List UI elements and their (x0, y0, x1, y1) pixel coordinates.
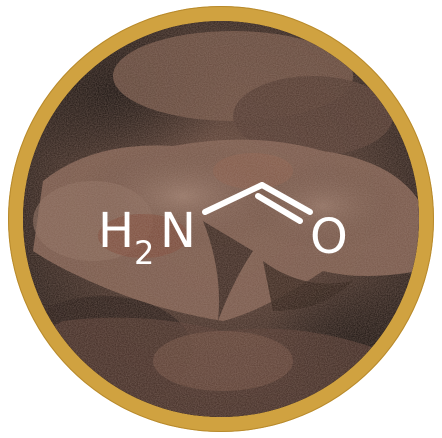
rock-texture (23, 21, 419, 417)
meteorite-rock-photo (23, 21, 419, 417)
